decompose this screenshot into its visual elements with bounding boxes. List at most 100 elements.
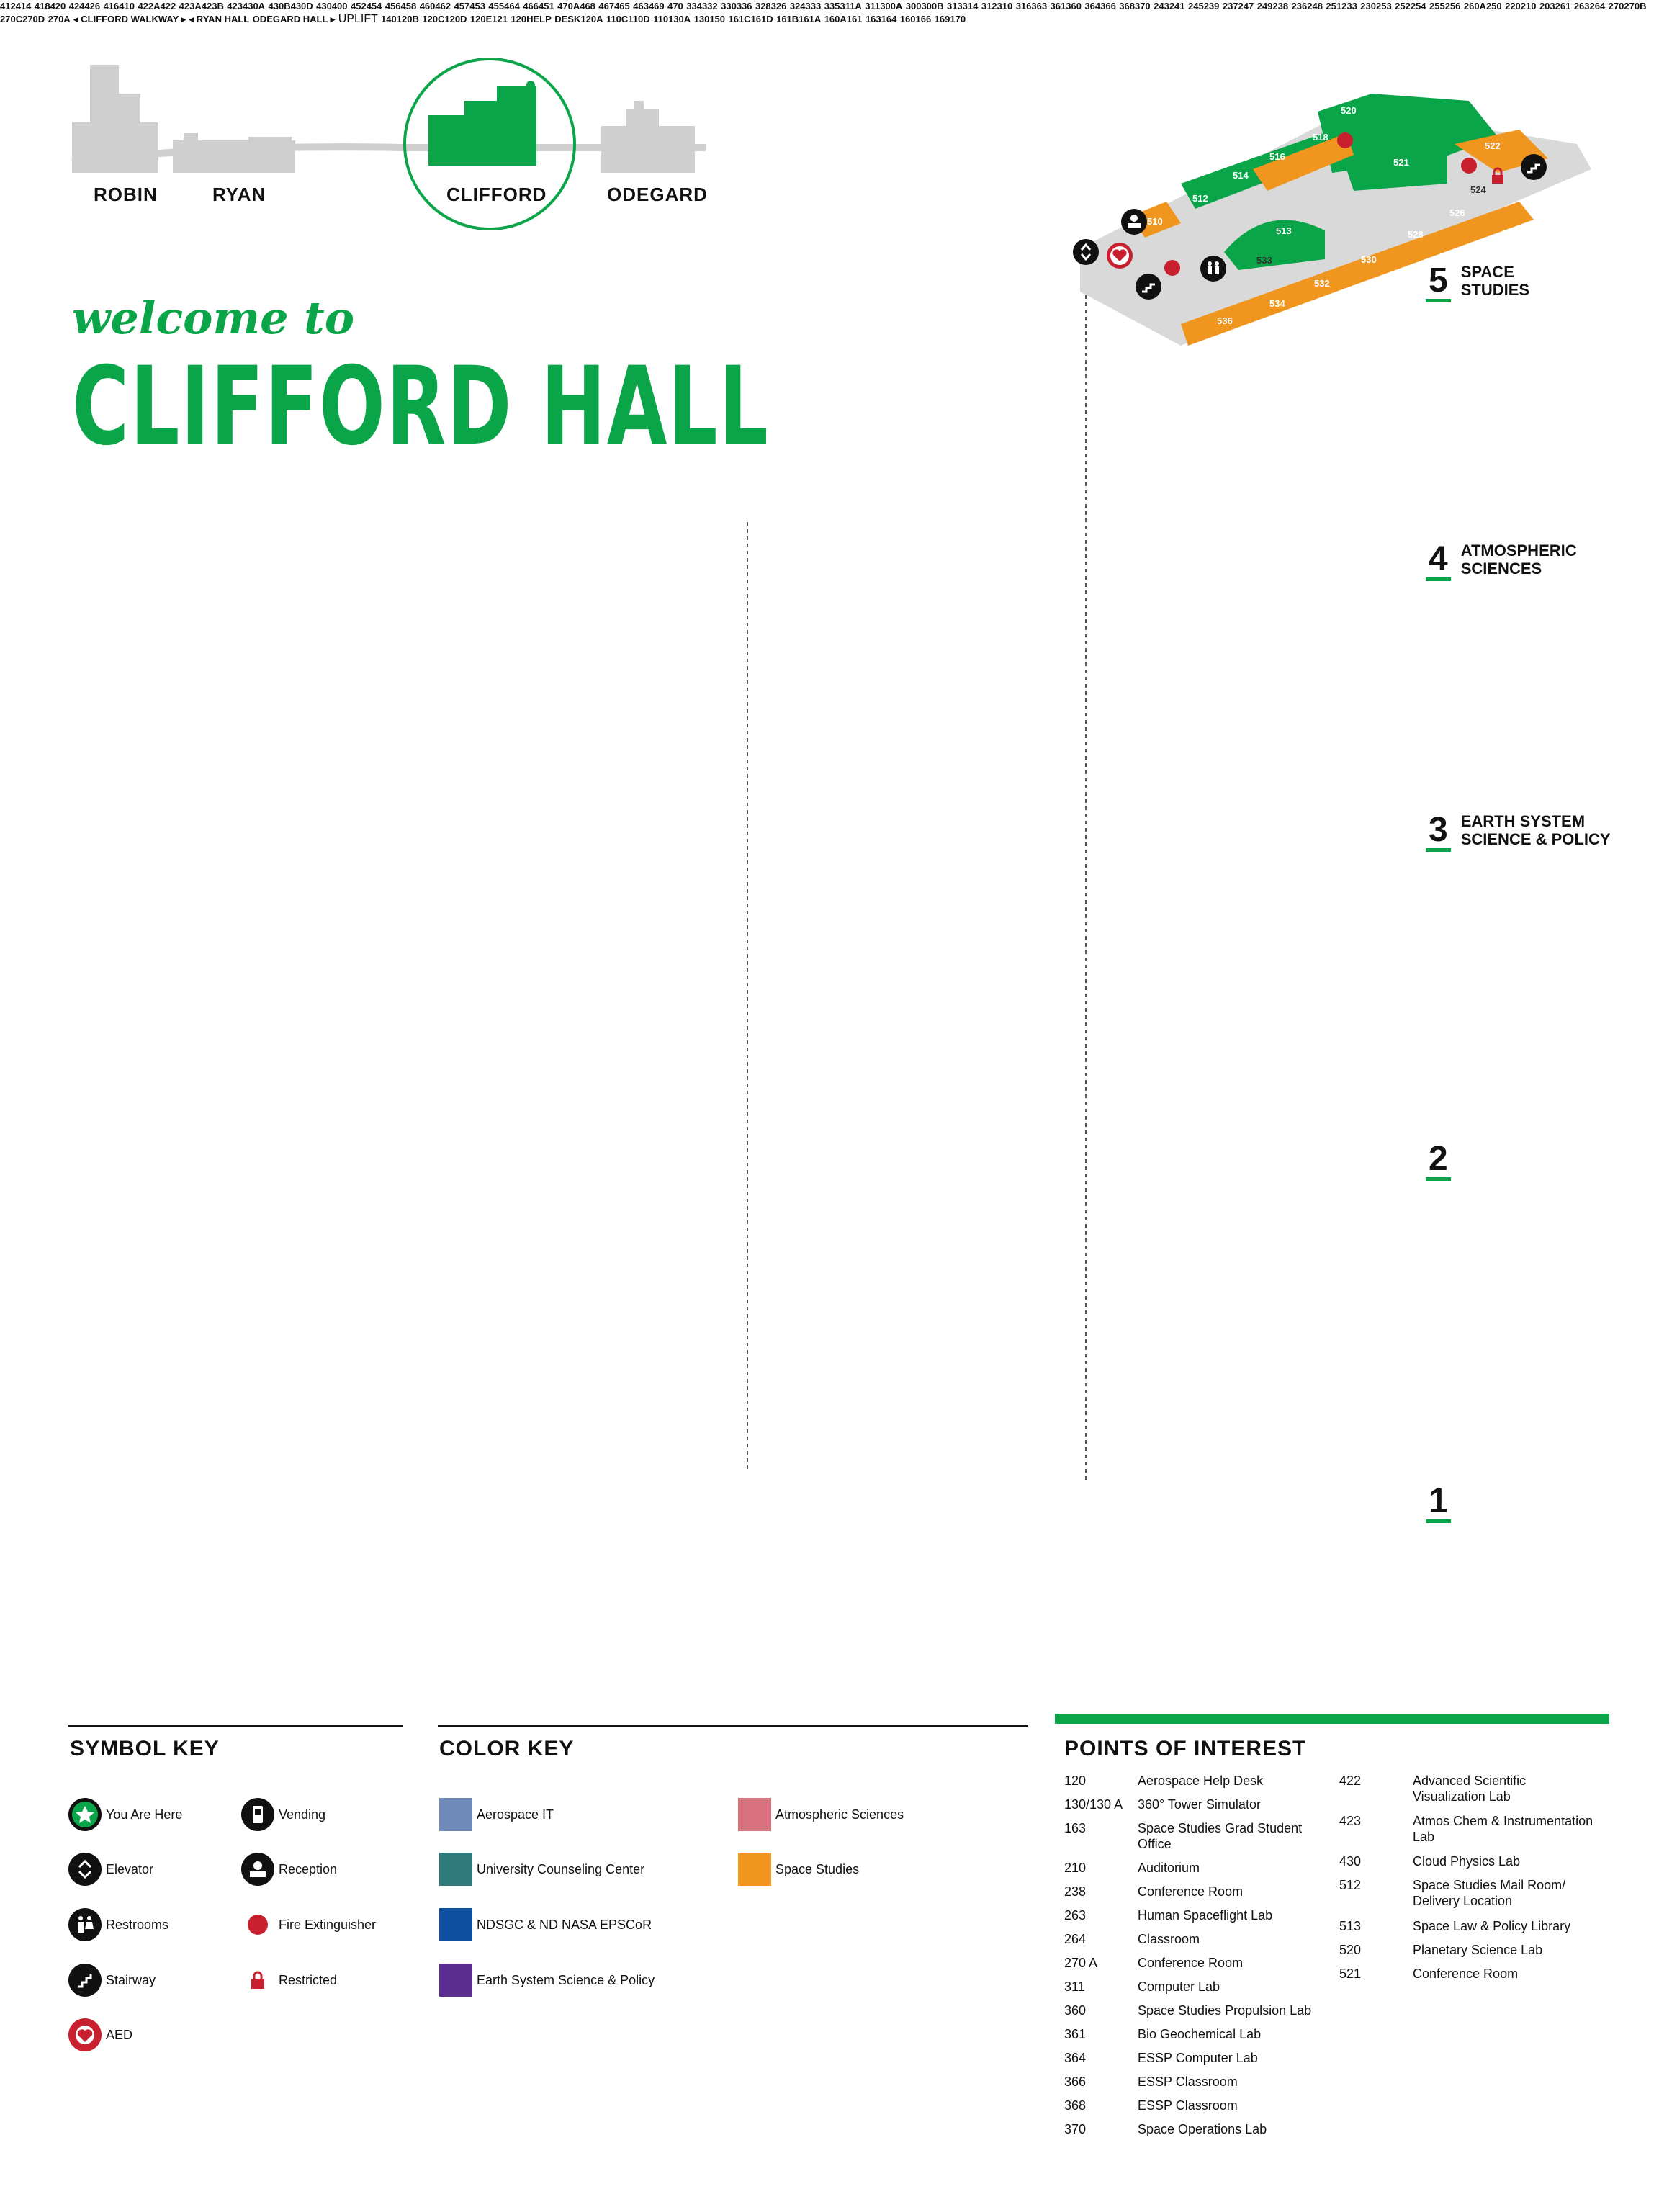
nav-label-robin[interactable]: ROBIN (94, 184, 158, 205)
color-key-item: Earth System Science & Policy (439, 1964, 655, 1997)
restroom-icon (68, 1908, 102, 1941)
odegard-building-icon[interactable] (601, 101, 695, 173)
poi-rule (1055, 1714, 1609, 1724)
color-key-heading: COLOR KEY (439, 1737, 575, 1761)
svg-text:526: 526 (1449, 207, 1465, 218)
poi-room-name: Aerospace Help Desk (1138, 1773, 1264, 1788)
floor-3-plan: 334332 330336 328326 324333 335311A 3113… (686, 1, 1151, 12)
key-aed: AED (68, 2018, 132, 2051)
svg-text:532: 532 (1314, 278, 1330, 289)
poi-room-name: Space Studies Mail Room/ Delivery Locati… (1413, 1878, 1566, 1908)
svg-text:512: 512 (1192, 193, 1208, 204)
poi-room-number: 368 (1064, 2098, 1087, 2113)
color-swatch (439, 1798, 472, 1831)
nav-label-ryan[interactable]: RYAN (212, 184, 266, 205)
poi-room-name: Computer Lab (1138, 1979, 1220, 1994)
poi-room-number: 264 (1064, 1932, 1087, 1946)
poi-list-right: 422 Advanced Scientific Visualization Lab… (1339, 1773, 1613, 2061)
robin-building-icon[interactable] (72, 65, 158, 173)
poi-room-name: Advanced Scientific Visualization Lab (1413, 1773, 1527, 1804)
svg-text:513: 513 (1276, 225, 1292, 236)
color-key-item: Aerospace IT (439, 1798, 554, 1831)
poi-room-name: Auditorium (1138, 1861, 1200, 1875)
poi-room-number: 210 (1064, 1861, 1087, 1875)
poi-room-name: ESSP Computer Lab (1138, 2051, 1258, 2065)
poi-room-name: Space Studies Propulsion Lab (1138, 2003, 1312, 2018)
poi-room-number: 360 (1064, 2003, 1087, 2018)
poi-room-name: 360° Tower Simulator (1138, 1797, 1261, 1812)
color-swatch (738, 1853, 771, 1886)
color-swatch (738, 1798, 771, 1831)
walkway-label: ◂ CLIFFORD WALKWAY ▸ (73, 14, 186, 24)
reception-icon (241, 1853, 274, 1886)
svg-text:524: 524 (1470, 184, 1486, 195)
poi-room-number: 120 (1064, 1773, 1087, 1788)
poi-room-name: Conference Room (1413, 1966, 1519, 1981)
welcome-text: welcome to (72, 292, 355, 344)
ryan-building-icon[interactable] (173, 133, 295, 173)
key-vending: Vending (241, 1798, 325, 1831)
svg-text:510: 510 (1147, 216, 1163, 227)
floor-1-label: 1 (1426, 1483, 1451, 1523)
poi-room-number: 130/130 A (1064, 1797, 1123, 1812)
aed-icon (68, 2018, 102, 2051)
poi-room-number: 311 (1064, 1979, 1085, 1994)
fire-extinguisher-icon (241, 1908, 274, 1941)
star-icon (68, 1798, 102, 1831)
poi-list-left: 120 Aerospace Help Desk 130/130 A 360° Towe… (1064, 1773, 1338, 2147)
page-title: CLIFFORD HALL (72, 344, 770, 469)
poi-room-name: ESSP Classroom (1138, 2098, 1238, 2113)
clifford-building-icon[interactable] (403, 58, 576, 230)
symbol-key-heading: SYMBOL KEY (70, 1737, 220, 1761)
nav-label-clifford[interactable]: CLIFFORD (446, 184, 547, 205)
poi-room-name: Space Operations Lab (1138, 2122, 1267, 2136)
poi-room-number: 270 A (1064, 1956, 1098, 1970)
svg-text:534: 534 (1269, 298, 1285, 309)
symbol-key-rule (68, 1725, 403, 1727)
uplift-logo: UPLIFT (338, 13, 378, 25)
nav-label-odegard[interactable]: ODEGARD (607, 184, 708, 205)
floor-4-plan: 412414 418420 424426 416410 422A422 423A… (0, 1, 683, 12)
poi-room-name: Planetary Science Lab (1413, 1943, 1543, 1957)
poi-room-name: Space Studies Grad Student Office (1138, 1821, 1303, 1851)
key-stairway: Stairway (68, 1964, 156, 1997)
svg-text:516: 516 (1269, 151, 1285, 162)
key-reception: Reception (241, 1853, 337, 1886)
poi-heading: POINTS OF INTEREST (1064, 1737, 1307, 1761)
key-restrooms: Restrooms (68, 1908, 168, 1941)
poi-room-number: 512 (1339, 1878, 1362, 1892)
key-you-are-here: You Are Here (68, 1798, 182, 1831)
poi-room-name: ESSP Classroom (1138, 2074, 1238, 2089)
key-elevator: Elevator (68, 1853, 153, 1886)
color-swatch (439, 1853, 472, 1886)
poi-room-number: 520 (1339, 1943, 1362, 1957)
skyline-graphic (71, 58, 706, 230)
svg-text:514: 514 (1233, 170, 1249, 181)
color-key-rule (438, 1725, 1028, 1727)
key-fire-extinguisher: Fire Extinguisher (241, 1908, 376, 1941)
svg-text:522: 522 (1485, 140, 1501, 151)
poi-room-name: Conference Room (1138, 1956, 1244, 1970)
poi-room-name: Classroom (1138, 1932, 1200, 1946)
poi-room-number: 366 (1064, 2074, 1087, 2089)
poi-room-name: Conference Room (1138, 1884, 1244, 1899)
poi-room-name: Space Law & Policy Library (1413, 1919, 1571, 1933)
poi-room-number: 513 (1339, 1919, 1362, 1933)
poi-room-number: 163 (1064, 1821, 1087, 1835)
color-key-item: University Counseling Center (439, 1853, 644, 1886)
svg-text:520: 520 (1341, 105, 1357, 116)
poi-room-number: 361 (1064, 2027, 1087, 2041)
color-key-item: Atmospheric Sciences (738, 1798, 904, 1831)
color-swatch (439, 1964, 472, 1997)
vending-icon (241, 1798, 274, 1831)
color-key-item: Space Studies (738, 1853, 859, 1886)
odegard-hall-label: ODEGARD HALL ▸ (252, 14, 336, 24)
elevator-icon (68, 1853, 102, 1886)
svg-text:536: 536 (1217, 315, 1233, 326)
poi-room-number: 422 (1339, 1773, 1362, 1788)
